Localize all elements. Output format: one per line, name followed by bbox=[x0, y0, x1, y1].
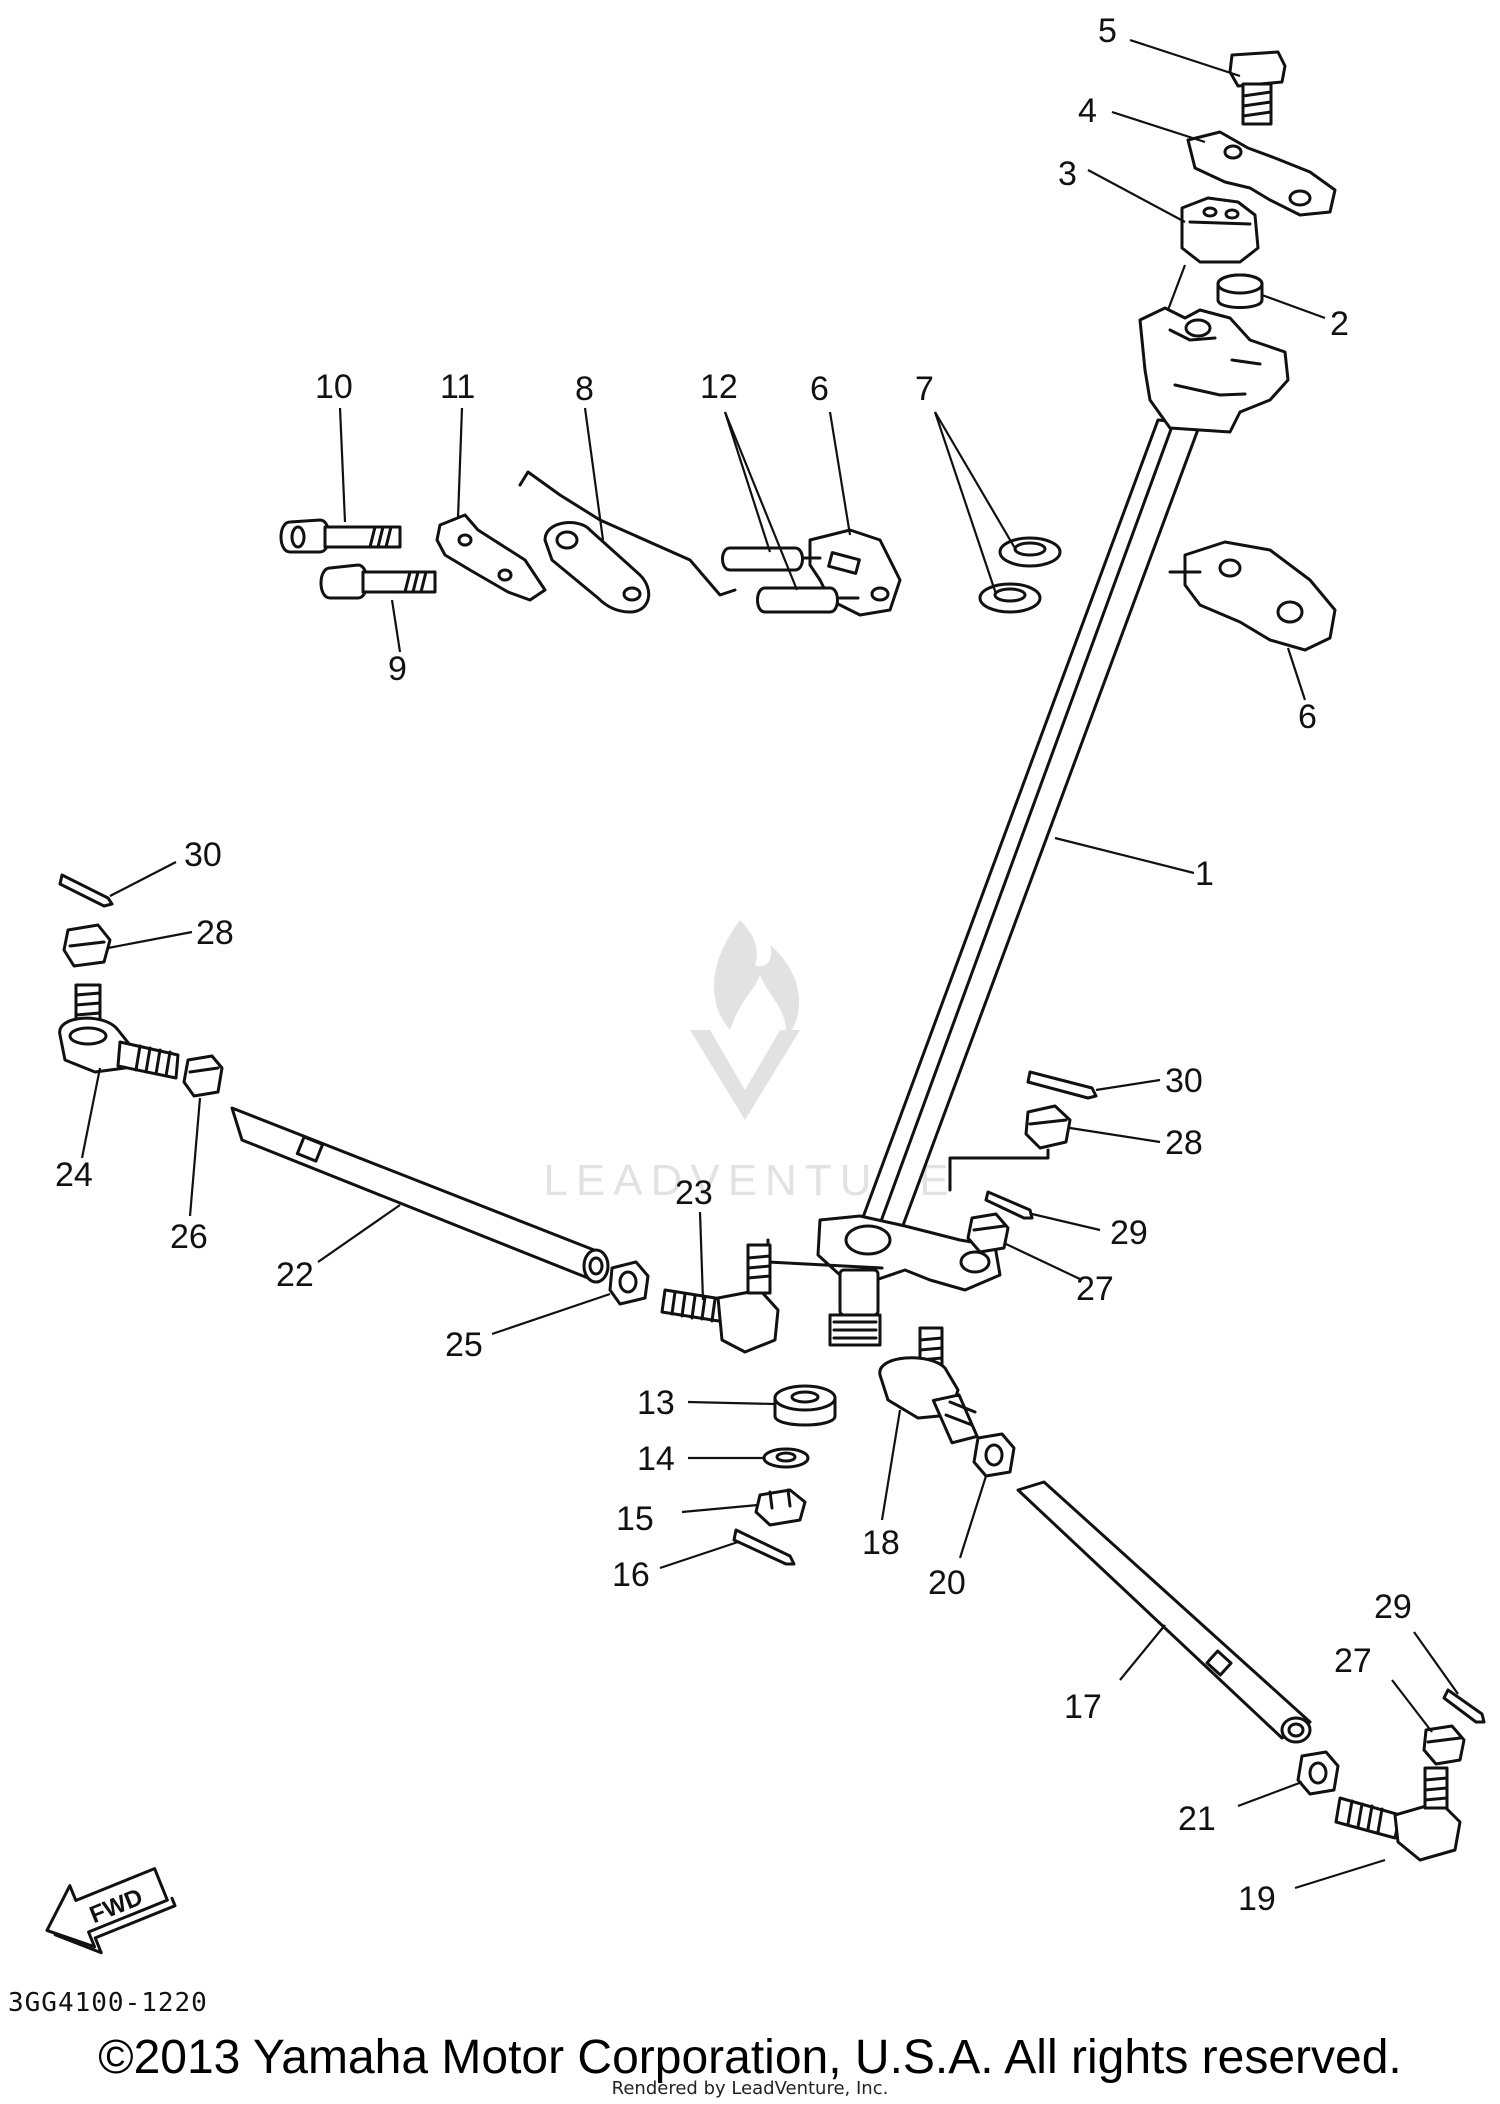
callout-7: 7 bbox=[915, 370, 934, 408]
part-16-cotter-pin bbox=[732, 1528, 796, 1566]
part-30-cotter-pin-center bbox=[1026, 1070, 1098, 1100]
callout-5: 5 bbox=[1098, 12, 1117, 50]
part-10-bolt bbox=[279, 518, 402, 554]
part-17-tie-rod-right bbox=[1016, 1480, 1312, 1744]
callout-16: 16 bbox=[612, 1556, 650, 1594]
part-28-nut-left bbox=[62, 923, 112, 968]
callout-12: 12 bbox=[700, 368, 738, 406]
callout-20: 20 bbox=[928, 1564, 966, 1602]
part-27-nut-right-outer bbox=[1422, 1724, 1466, 1766]
part-29-cotter-pin-right-outer bbox=[1442, 1688, 1486, 1724]
part-11-bracket bbox=[435, 513, 547, 602]
part-9-bolt bbox=[319, 563, 437, 600]
part-21-nut-right-outer bbox=[1296, 1750, 1340, 1796]
part-14-washer bbox=[762, 1447, 810, 1469]
callout-14: 14 bbox=[637, 1440, 675, 1478]
callout-13: 13 bbox=[637, 1384, 675, 1422]
callout-28-left: 28 bbox=[196, 914, 234, 952]
part-23-tie-rod-end-center bbox=[660, 1243, 780, 1354]
callout-23: 23 bbox=[675, 1174, 713, 1212]
callout-18: 18 bbox=[862, 1524, 900, 1562]
callout-24: 24 bbox=[55, 1156, 93, 1194]
part-15-castle-nut bbox=[754, 1488, 807, 1527]
callout-25: 25 bbox=[445, 1326, 483, 1364]
fwd-arrow-icon bbox=[45, 1867, 169, 1949]
callout-29-right: 29 bbox=[1374, 1588, 1412, 1626]
callout-3: 3 bbox=[1058, 155, 1077, 193]
part-3-holder bbox=[1166, 196, 1260, 311]
callout-22: 22 bbox=[276, 1256, 314, 1294]
callout-1: 1 bbox=[1195, 855, 1214, 893]
part-column-upper-bracket bbox=[1138, 306, 1290, 434]
callout-11: 11 bbox=[440, 368, 475, 406]
callout-17: 17 bbox=[1064, 1688, 1102, 1726]
part-30-cotter-pin-left bbox=[58, 873, 114, 908]
callout-28-center: 28 bbox=[1165, 1124, 1203, 1162]
callout-21: 21 bbox=[1178, 1800, 1216, 1838]
part-28-nut-center bbox=[948, 1104, 1072, 1192]
callout-19: 19 bbox=[1238, 1880, 1276, 1918]
part-5-bolt bbox=[1228, 50, 1287, 126]
callout-27-center: 27 bbox=[1076, 1270, 1114, 1308]
fwd-arrow: FWD bbox=[45, 1867, 177, 1955]
part-25-nut-center bbox=[608, 1260, 650, 1306]
callout-30-center: 30 bbox=[1165, 1062, 1203, 1100]
part-6-holder-right bbox=[1168, 540, 1337, 652]
callout-2: 2 bbox=[1330, 305, 1349, 343]
part-2-plug bbox=[1216, 273, 1264, 309]
part-26-nut-left bbox=[182, 1054, 224, 1098]
part-29-cotter-pin-center bbox=[984, 1190, 1034, 1220]
part-4-plate bbox=[1186, 130, 1337, 217]
callout-8: 8 bbox=[575, 370, 594, 408]
callout-6-right: 6 bbox=[1298, 698, 1317, 736]
copyright-notice: ©2013 Yamaha Motor Corporation, U.S.A. A… bbox=[98, 2031, 1402, 2084]
callout-labels: 1 2 3 4 5 6 6 7 8 9 10 11 12 13 14 15 16… bbox=[55, 12, 1412, 1918]
callout-15: 15 bbox=[616, 1500, 654, 1538]
callout-29-center: 29 bbox=[1110, 1214, 1148, 1252]
callout-27-right: 27 bbox=[1334, 1642, 1372, 1680]
rendered-by-notice: Rendered by LeadVenture, Inc. bbox=[611, 2078, 889, 2099]
part-27-nut-center bbox=[966, 1212, 1010, 1254]
part-7-washers bbox=[978, 536, 1062, 614]
part-18-tie-rod-end-right-inner bbox=[878, 1326, 979, 1445]
part-13-spacer bbox=[773, 1384, 837, 1427]
part-24-tie-rod-end-left bbox=[58, 983, 180, 1080]
flame-v-logo-icon bbox=[690, 920, 800, 1120]
leader-lines bbox=[80, 38, 1459, 1890]
callout-26: 26 bbox=[170, 1218, 208, 1256]
drawing-code: 3GG4100-1220 bbox=[8, 1988, 208, 2018]
part-22-tie-rod-left bbox=[230, 1106, 610, 1284]
callout-10: 10 bbox=[315, 368, 353, 406]
part-20-nut-right-inner bbox=[972, 1432, 1016, 1478]
callout-30-left: 30 bbox=[184, 836, 222, 874]
callout-4: 4 bbox=[1078, 92, 1097, 130]
part-19-tie-rod-end-right-outer bbox=[1334, 1766, 1462, 1862]
callout-9: 9 bbox=[388, 650, 407, 688]
callout-6-center: 6 bbox=[810, 370, 829, 408]
part-column-lower-arm bbox=[766, 1214, 1002, 1347]
part-8-lever bbox=[518, 470, 737, 614]
